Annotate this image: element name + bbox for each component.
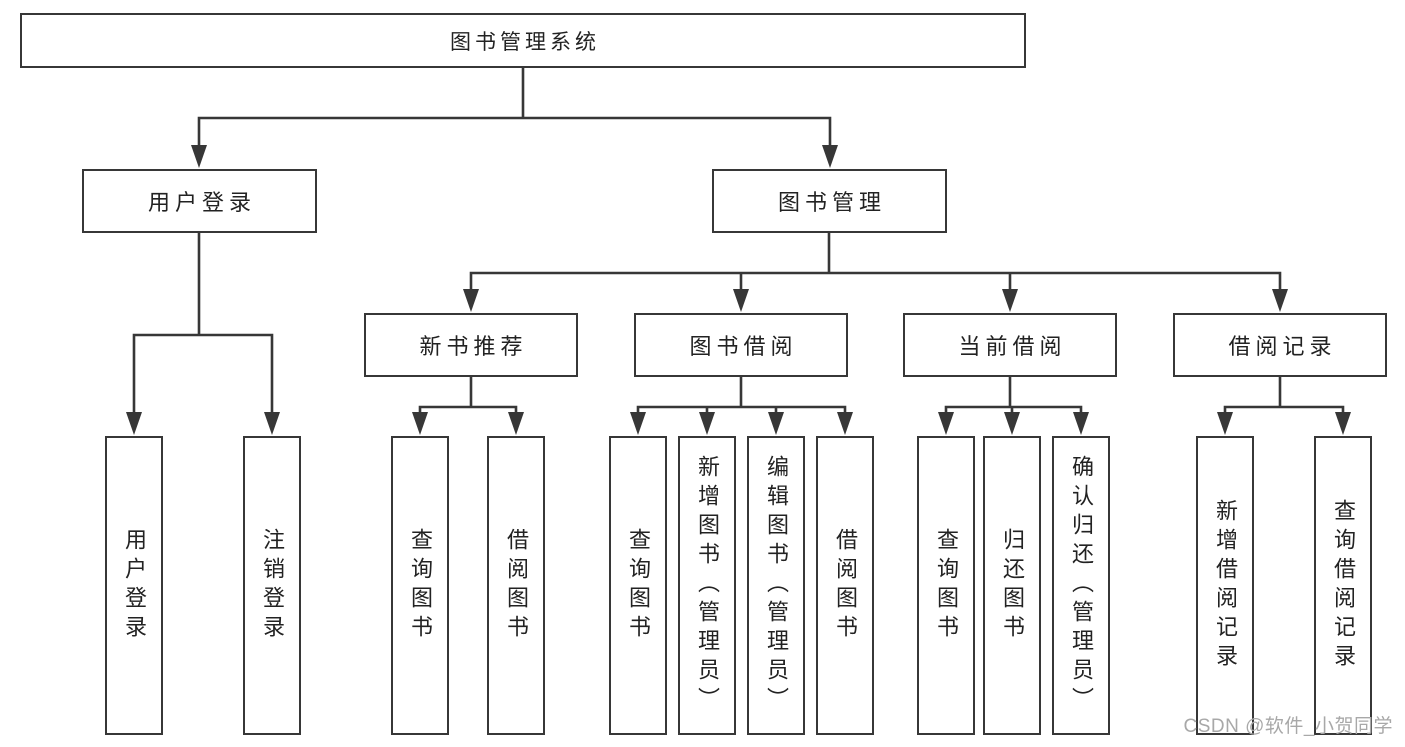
leaf-borrow-books: 借阅图书	[816, 436, 874, 735]
leaf-label: 查询借阅记录	[1331, 498, 1356, 673]
leaf-return-books: 归还图书	[983, 436, 1041, 735]
leaf-label: 注销登录	[260, 527, 285, 644]
leaf-confirm-return-admin: 确认归还（管理员）	[1052, 436, 1110, 735]
node-book-management: 图书管理	[712, 169, 947, 233]
node-label: 图书管理系统	[450, 30, 600, 54]
leaf-query-books-borrow: 查询图书	[609, 436, 667, 735]
leaf-logout: 注销登录	[243, 436, 301, 735]
csdn-watermark: CSDN @软件_小贺同学	[1183, 716, 1393, 737]
node-user-login: 用户登录	[82, 169, 317, 233]
node-label: 借阅记录	[1228, 334, 1337, 359]
node-library-management-system: 图书管理系统	[20, 13, 1026, 68]
node-label: 用户登录	[147, 190, 256, 215]
leaf-query-books-current: 查询图书	[917, 436, 975, 735]
node-label: 新书推荐	[419, 334, 528, 359]
node-label: 图书借阅	[689, 334, 798, 359]
node-book-borrowing: 图书借阅	[634, 313, 848, 377]
leaf-label: 查询图书	[626, 527, 651, 644]
node-current-borrowing: 当前借阅	[903, 313, 1117, 377]
arrowheads	[126, 145, 1351, 435]
leaf-label: 查询图书	[934, 527, 959, 644]
leaf-label: 借阅图书	[833, 527, 858, 644]
node-label: 图书管理	[777, 190, 886, 215]
leaf-label: 编辑图书（管理员）	[764, 455, 789, 716]
leaf-label: 借阅图书	[504, 527, 529, 644]
leaf-query-borrow-record: 查询借阅记录	[1314, 436, 1372, 735]
leaf-label: 归还图书	[1000, 527, 1025, 644]
leaf-label: 新增借阅记录	[1213, 498, 1238, 673]
node-label: 当前借阅	[958, 334, 1067, 359]
leaf-query-books-recommend: 查询图书	[391, 436, 449, 735]
leaf-label: 新增图书（管理员）	[695, 455, 720, 716]
leaf-user-login: 用户登录	[105, 436, 163, 735]
leaf-borrow-books-recommend: 借阅图书	[487, 436, 545, 735]
leaf-add-borrow-record: 新增借阅记录	[1196, 436, 1254, 735]
node-borrow-records: 借阅记录	[1173, 313, 1387, 377]
tree-branch-lines	[132, 65, 1345, 419]
node-new-book-recommend: 新书推荐	[364, 313, 578, 377]
leaf-add-books-admin: 新增图书（管理员）	[678, 436, 736, 735]
leaf-edit-books-admin: 编辑图书（管理员）	[747, 436, 805, 735]
leaf-label: 查询图书	[408, 527, 433, 644]
leaf-label: 用户登录	[122, 527, 147, 644]
leaf-label: 确认归还（管理员）	[1069, 455, 1094, 716]
